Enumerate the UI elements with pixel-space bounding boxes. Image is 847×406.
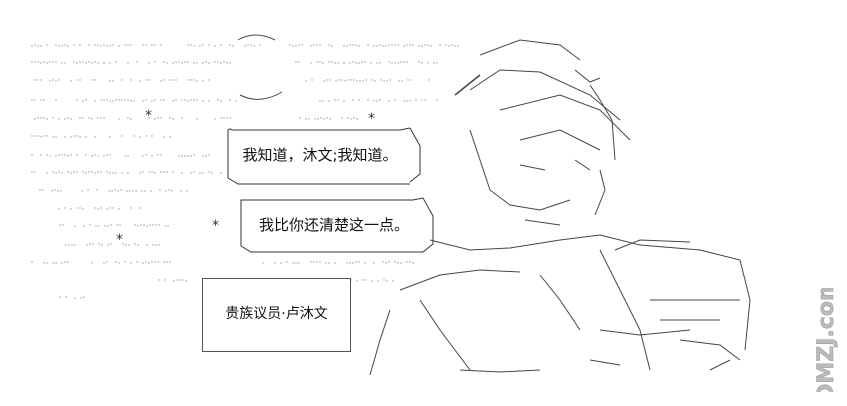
speech-bubble-2-border: [240, 197, 434, 253]
character-nameplate: 贵族议员·卢沐文: [202, 278, 351, 352]
svg-text:*: *: [145, 108, 152, 124]
nameplate-text: 贵族议员·卢沐文: [225, 306, 328, 322]
svg-text:*: *: [116, 232, 123, 248]
svg-text:*: *: [212, 218, 219, 234]
speech-bubble-2: 我比你还清楚这一点。: [240, 197, 434, 253]
svg-text:*: *: [368, 111, 375, 127]
site-watermark: DMZJ.com: [808, 278, 842, 402]
watermark-logo-icon: DMZJ.com: [814, 278, 840, 402]
star-marks: * * * *: [116, 108, 375, 248]
speech-bubble-1-text: 我知道，沐文;我知道。: [242, 146, 398, 164]
figure-outline: [237, 34, 751, 376]
speech-bubble-1-border: [227, 127, 421, 185]
speech-bubble-2-text: 我比你还清楚这一点。: [258, 216, 409, 234]
speech-bubble-1: 我知道，沐文;我知道。: [227, 127, 421, 185]
watermark-text: DMZJ.com: [814, 288, 839, 392]
dotted-texture: [31, 44, 459, 299]
